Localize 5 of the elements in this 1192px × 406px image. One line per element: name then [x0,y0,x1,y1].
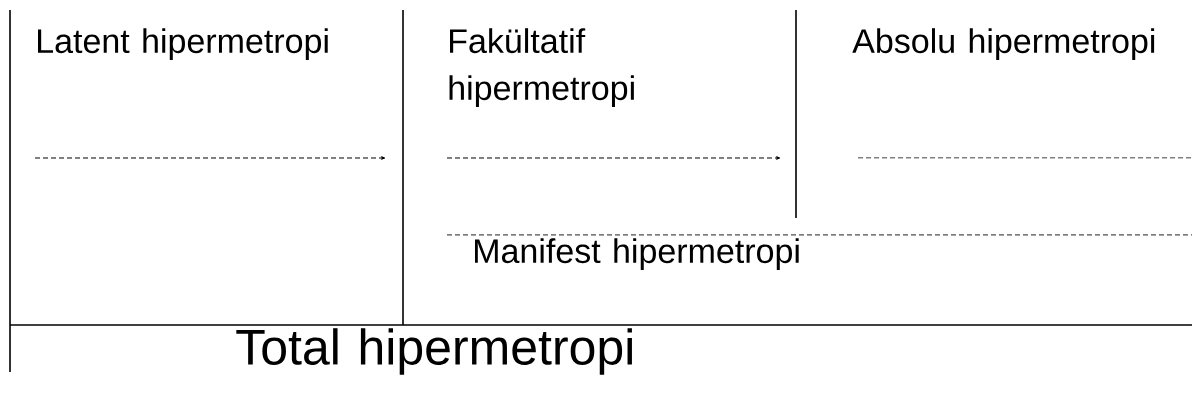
category-label: Absolu hipermetropi [852,28,1155,60]
category-label: Fakültatif hipermetropi [449,28,634,107]
category-label: Manifest hipermetropi [475,238,799,270]
category-label: Latent hipermetropi [38,28,328,60]
category-label: Total hipermetropi [236,328,632,375]
